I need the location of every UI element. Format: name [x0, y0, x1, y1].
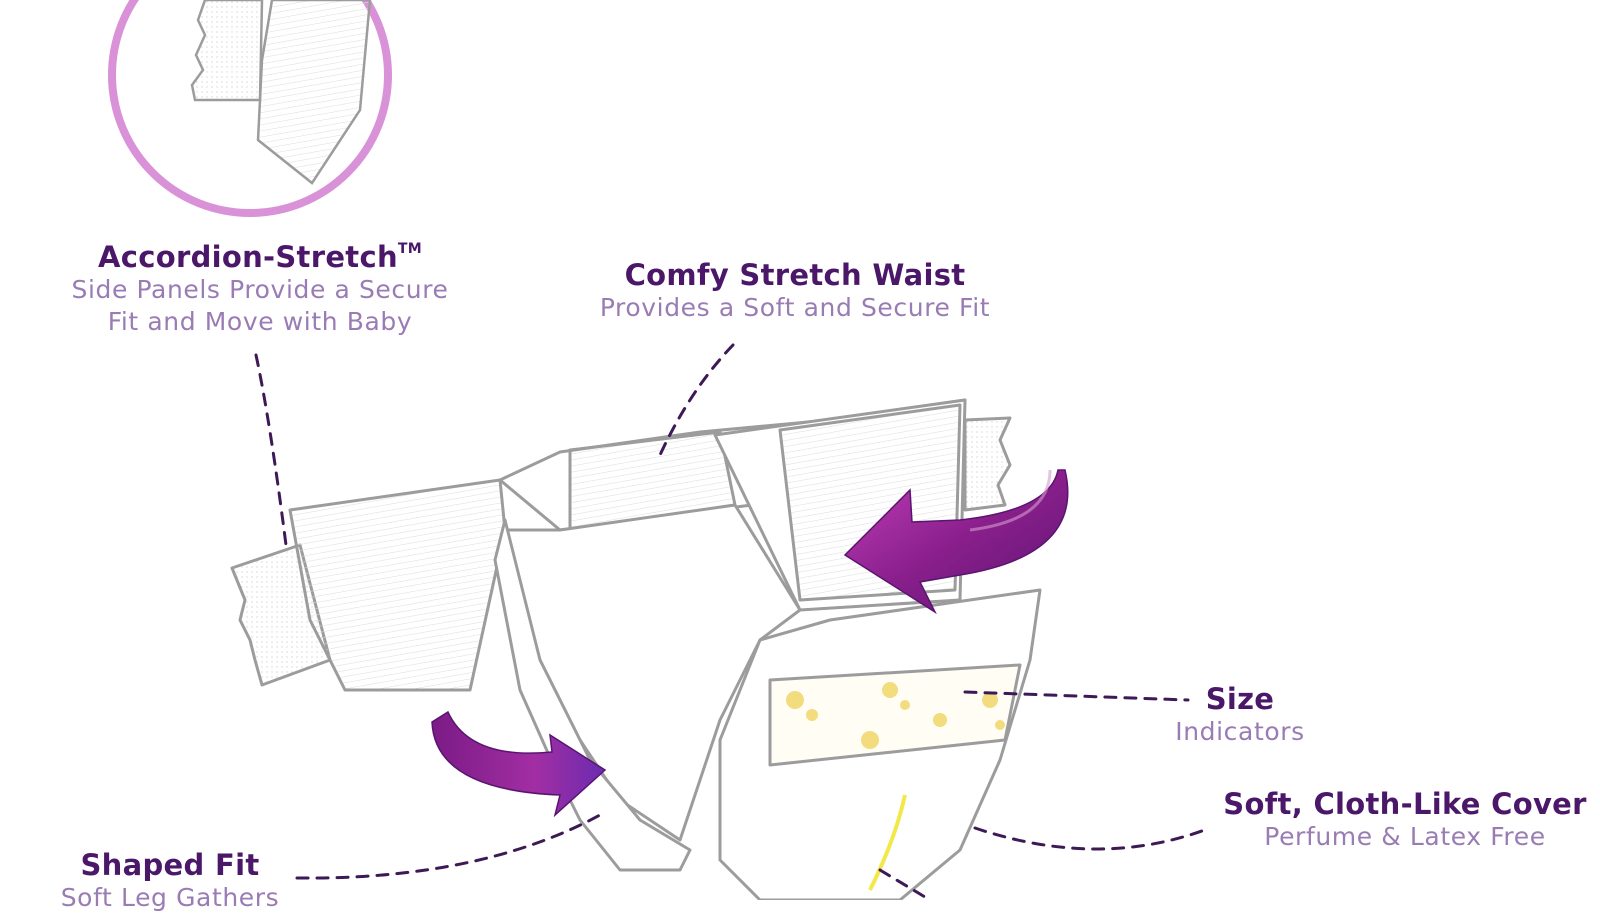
callout-title: Comfy Stretch Waist — [624, 258, 966, 292]
callout-subtitle: Perfume & Latex Free — [1264, 822, 1546, 851]
callout-subtitle: Side Panels Provide a Secure — [71, 275, 449, 304]
callout-size: Size Indicators — [1140, 682, 1340, 748]
callout-title: Soft, Cloth-Like Cover — [1223, 787, 1587, 821]
callout-shaped: Shaped Fit Soft Leg Gathers — [40, 848, 300, 914]
callout-subtitle: Soft Leg Gathers — [60, 883, 280, 912]
callout-title: Size — [1205, 682, 1275, 716]
arrow-right-curved — [843, 469, 1069, 615]
arrow-left-bottom — [431, 710, 607, 818]
wetness-line — [868, 794, 907, 891]
callout-cover: Soft, Cloth-Like Cover Perfume & Latex F… — [1215, 787, 1595, 853]
zoom-circle — [108, 0, 392, 217]
size-indicator-prints — [786, 682, 1005, 749]
callout-waist: Comfy Stretch Waist Provides a Soft and … — [560, 258, 1030, 324]
callout-subtitle: Provides a Soft and Secure Fit — [599, 293, 991, 322]
diaper-outline — [230, 398, 1042, 900]
leader-lines — [254, 343, 1212, 900]
callout-subtitle: Fit and Move with Baby — [107, 307, 413, 336]
callout-title: Shaped Fit — [80, 848, 260, 882]
callout-accordion: Accordion-StretchTM Side Panels Provide … — [50, 232, 470, 338]
callout-subtitle: Indicators — [1175, 717, 1305, 746]
callout-title: Accordion-StretchTM — [98, 240, 422, 274]
